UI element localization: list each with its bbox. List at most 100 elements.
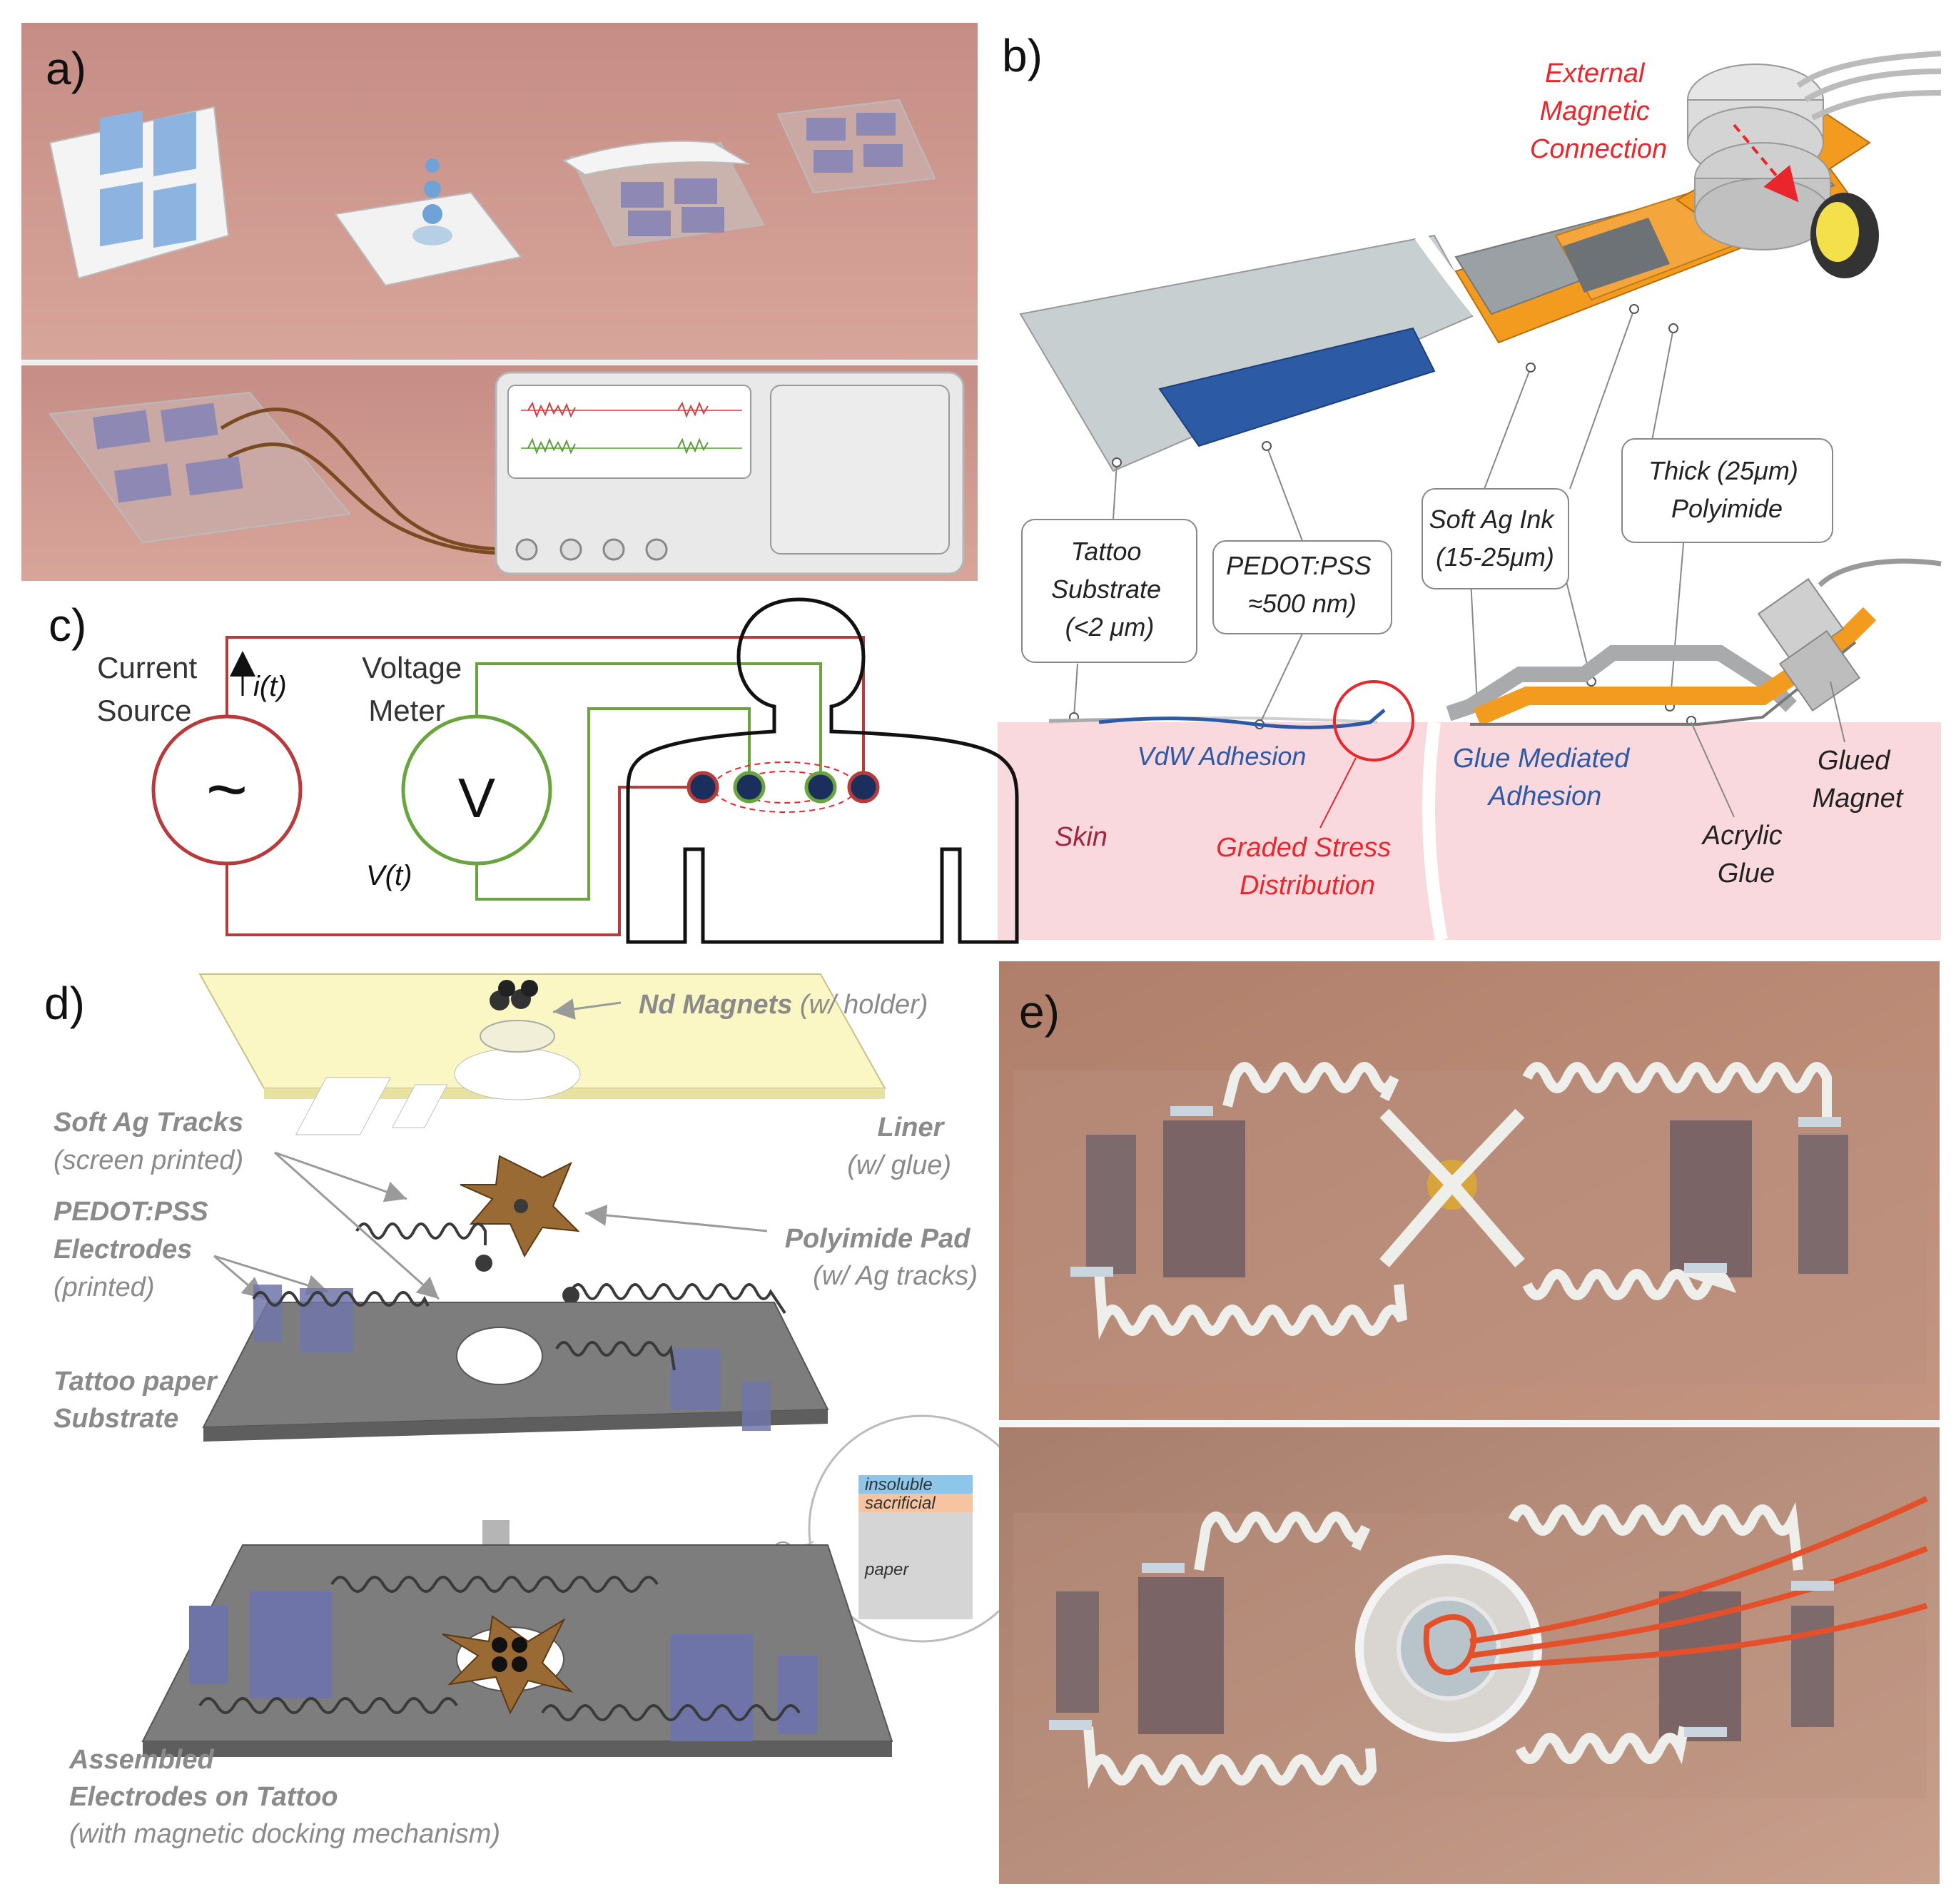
panel-b-letter: b) (1002, 30, 1043, 81)
electrode-current-left (686, 771, 719, 804)
pedot-electrode (742, 1381, 771, 1431)
signal-screen (507, 385, 751, 479)
pedot-electrode (1670, 1120, 1752, 1277)
soft-ag-tracks-layer (355, 1222, 786, 1315)
assembled-line-1: Assembled (69, 1745, 215, 1775)
pedot-electrode (671, 1634, 753, 1741)
skin-region (998, 722, 1941, 940)
assembled-line-2: Electrodes on Tattoo (69, 1782, 338, 1812)
soft-ag-line-2: (15-25μm) (1436, 542, 1554, 572)
glued-magnet-section (1757, 558, 1942, 712)
label-pedot: PEDOT:PSS ≈500 nm) (1212, 540, 1392, 634)
polyimide-pad (460, 1155, 580, 1258)
panel-d-letter: d) (44, 978, 85, 1029)
pedot-electrode (778, 1656, 817, 1734)
panel-c-letter: c) (49, 599, 86, 651)
polyimide-pad-line-2: (w/ Ag tracks) (813, 1261, 978, 1291)
pedot-electrode (1798, 1135, 1848, 1274)
current-source-symbol (151, 714, 303, 866)
electrode (100, 181, 143, 247)
glue-mediated-line-2: Adhesion (1487, 781, 1601, 811)
glue-mediated-line-1: Glue Mediated (1453, 744, 1631, 774)
thick-pi-line-1: Thick (25μm) (1648, 456, 1798, 485)
pedot-electrode (1056, 1591, 1099, 1713)
current-line-2: Source (96, 694, 191, 727)
pedot-electrode (1791, 1606, 1834, 1727)
leader-acrylic (1691, 721, 1735, 818)
svg-text:Thick (25μm) Polyimide: Thick (25μm) Polyimide (1648, 456, 1805, 523)
current-line-1: Current (97, 651, 197, 684)
pedot-electrode-3d (1158, 327, 1436, 447)
pedot-electrode (250, 1591, 332, 1698)
arrow-polyimide-pad (584, 1204, 768, 1232)
tattoo-with-cables (49, 391, 572, 556)
body-outline (626, 597, 1019, 944)
gray-pad-3d (1563, 218, 1670, 293)
acrylic-glue-label: Acrylic Glue (1701, 821, 1790, 888)
voltage-meter-label: Voltage Meter (362, 651, 470, 727)
current-symbol: i(t) (253, 671, 287, 702)
liner-line-1: Liner (878, 1113, 946, 1143)
voltage-loop-wire (475, 662, 822, 901)
pedot-electrode (1086, 1135, 1136, 1274)
current-source-label: Current Source (96, 651, 205, 727)
peeling-sheet (562, 140, 765, 248)
ag-ink-section (1446, 645, 1797, 721)
external-line-1: External (1545, 59, 1646, 88)
connector-port (602, 538, 625, 561)
pedot-electrode (300, 1288, 353, 1352)
vdw-adhesion-label: VdW Adhesion (1137, 741, 1307, 771)
voltage-meter-glyph: V (458, 766, 495, 829)
glue-mediated-label: Glue Mediated Adhesion (1453, 744, 1637, 811)
skin-label: Skin (1055, 822, 1108, 852)
soft-ag-tracks-line-1: Soft Ag Tracks (54, 1108, 243, 1138)
pedot-electrodes-label: PEDOT:PSS Electrodes (printed) (54, 1197, 216, 1302)
voltage-line-2: Meter (368, 694, 445, 727)
glued-magnet-label: Glued Magnet (1813, 746, 1904, 814)
svg-text:Soft Ag Ink (15-25μm): Soft Ag Ink (15-25μm) (1429, 505, 1561, 572)
soft-ag-tracks-label: Soft Ag Tracks (screen printed) (54, 1108, 251, 1175)
connector-port (559, 538, 582, 561)
tattoo-substrate-line-2: Substrate (1051, 574, 1161, 604)
acrylic-line-1: Acrylic (1701, 821, 1783, 851)
arrow-pedot-2 (213, 1255, 329, 1296)
leader-glued-magnet (1830, 681, 1845, 743)
acrylic-line-2: Glue (1718, 859, 1775, 888)
panel-d: d) Nd Magnets (w/ holder) Liner (w/ glue… (44, 973, 1036, 1849)
external-line-3: Connection (1530, 134, 1667, 164)
magnetic-connector-3d (1687, 51, 1942, 278)
pedot-electrode (189, 1606, 228, 1684)
label-tattoo-substrate: Tattoo Substrate (<2 μm) (1021, 519, 1197, 663)
liner-label: Liner (w/ glue) (847, 1113, 951, 1180)
nd-magnets-label: Nd Magnets (w/ holder) (639, 990, 928, 1020)
nd-magnets-arrow (552, 998, 622, 1020)
panel-e-letter: e) (1019, 986, 1060, 1038)
graded-stress-label: Graded Stress Distribution (1216, 833, 1399, 901)
electrode (153, 183, 196, 248)
panel-a-letter: a) (46, 43, 86, 94)
water-drops-on-sheet (334, 158, 522, 287)
leader-lines (1073, 308, 1685, 725)
label-soft-ag: Soft Ag Ink (15-25μm) (1422, 488, 1569, 589)
pedot-electrode (1163, 1120, 1245, 1277)
pedot-electrodes-line-3: (printed) (54, 1272, 155, 1302)
svg-text:PEDOT:PSS ≈500 nm): PEDOT:PSS ≈500 nm) (1226, 551, 1378, 618)
pedot-electrode (671, 1349, 721, 1409)
assembled-electrodes (141, 1544, 893, 1757)
glued-magnet-line-2: Magnet (1813, 784, 1904, 814)
panel-e: e) (999, 961, 1940, 1884)
leader-graded (1319, 757, 1357, 829)
cut-gap (1422, 721, 1448, 941)
panel-a: a) (21, 23, 978, 581)
thick-pi-line-2: Polyimide (1671, 494, 1783, 523)
nd-magnets-note: (w/ holder) (792, 990, 928, 1020)
pedot-electrode (1138, 1577, 1224, 1734)
graded-line-1: Graded Stress (1216, 833, 1391, 863)
graded-line-2: Distribution (1240, 871, 1375, 901)
current-source-glyph: ~ (206, 749, 248, 829)
applied-tattoo (776, 98, 936, 194)
assembled-label: Assembled Electrodes on Tattoo (with mag… (69, 1745, 500, 1849)
layer-inset: insoluble sacrificial paper (772, 1414, 1036, 1643)
external-magnetic-connection-label: External Magnetic Connection (1530, 59, 1667, 164)
